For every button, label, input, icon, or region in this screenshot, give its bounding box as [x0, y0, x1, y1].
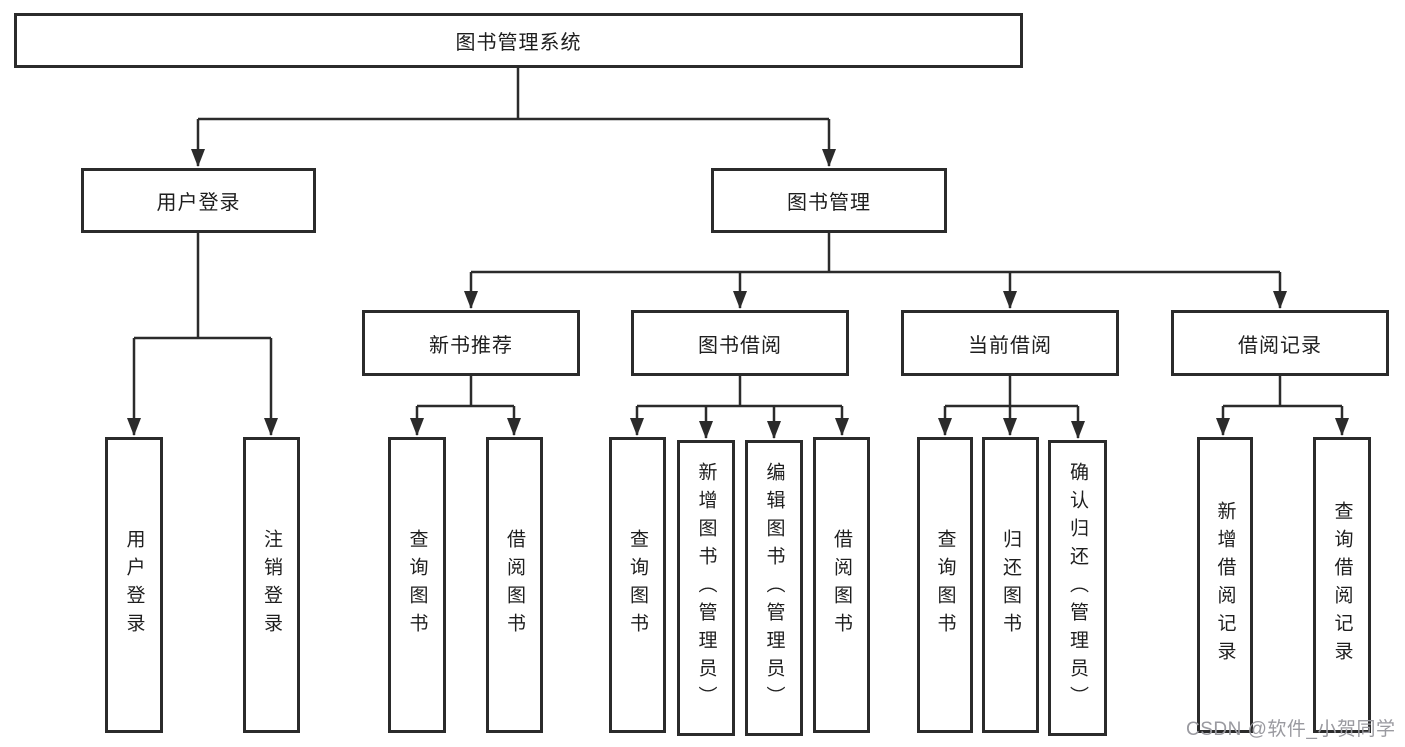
- node-library-management-system-label: 图书管理系统: [455, 32, 582, 54]
- node-book-management-label: 图书管理: [787, 192, 871, 214]
- leaf-confirm-return-admin: 确认归还（管理员）: [1048, 440, 1107, 736]
- leaf-confirm-return-admin-label: 确认归还（管理员）: [1067, 462, 1088, 714]
- leaf-edit-book-admin-label: 编辑图书（管理员）: [763, 462, 785, 714]
- leaf-query-books-current-label: 查询图书: [934, 529, 956, 641]
- leaf-add-book-admin-label: 新增图书（管理员）: [695, 462, 717, 714]
- leaf-borrow-books-borrowing: 借阅图书: [813, 437, 870, 733]
- leaf-query-borrow-record-label: 查询借阅记录: [1331, 501, 1353, 669]
- leaf-return-books-label: 归还图书: [1000, 529, 1021, 641]
- leaf-borrow-books-recommend: 借阅图书: [486, 437, 543, 733]
- leaf-query-books-recommend-label: 查询图书: [406, 529, 428, 641]
- leaf-query-books-borrowing-label: 查询图书: [627, 529, 648, 641]
- leaf-user-login-label: 用户登录: [123, 529, 145, 641]
- leaf-borrow-books-recommend-label: 借阅图书: [504, 529, 525, 641]
- leaf-logout-label: 注销登录: [261, 529, 282, 641]
- leaf-query-books-recommend: 查询图书: [388, 437, 446, 733]
- node-borrowing-records-label: 借阅记录: [1238, 334, 1322, 357]
- leaf-add-book-admin: 新增图书（管理员）: [677, 440, 735, 736]
- csdn-watermark: CSDN @软件_小贺同学: [1186, 719, 1396, 740]
- node-new-book-recommend-label: 新书推荐: [429, 334, 513, 357]
- node-library-management-system: 图书管理系统: [14, 13, 1023, 68]
- node-new-book-recommend: 新书推荐: [362, 310, 580, 376]
- node-book-management: 图书管理: [711, 168, 947, 233]
- node-book-borrowing: 图书借阅: [631, 310, 849, 376]
- node-current-borrowing-label: 当前借阅: [968, 334, 1052, 357]
- leaf-return-books: 归还图书: [982, 437, 1039, 733]
- node-user-login-label: 用户登录: [156, 192, 241, 214]
- leaf-query-borrow-record: 查询借阅记录: [1313, 437, 1371, 733]
- node-book-borrowing-label: 图书借阅: [698, 334, 782, 357]
- leaf-query-books-borrowing: 查询图书: [609, 437, 666, 733]
- leaf-query-books-current: 查询图书: [917, 437, 973, 733]
- leaf-add-borrow-record: 新增借阅记录: [1197, 437, 1253, 733]
- node-current-borrowing: 当前借阅: [901, 310, 1119, 376]
- node-user-login: 用户登录: [81, 168, 316, 233]
- leaf-logout: 注销登录: [243, 437, 300, 733]
- leaf-user-login: 用户登录: [105, 437, 163, 733]
- node-borrowing-records: 借阅记录: [1171, 310, 1389, 376]
- leaf-add-borrow-record-label: 新增借阅记录: [1214, 501, 1236, 669]
- leaf-edit-book-admin: 编辑图书（管理员）: [745, 440, 803, 736]
- leaf-borrow-books-borrowing-label: 借阅图书: [831, 529, 852, 641]
